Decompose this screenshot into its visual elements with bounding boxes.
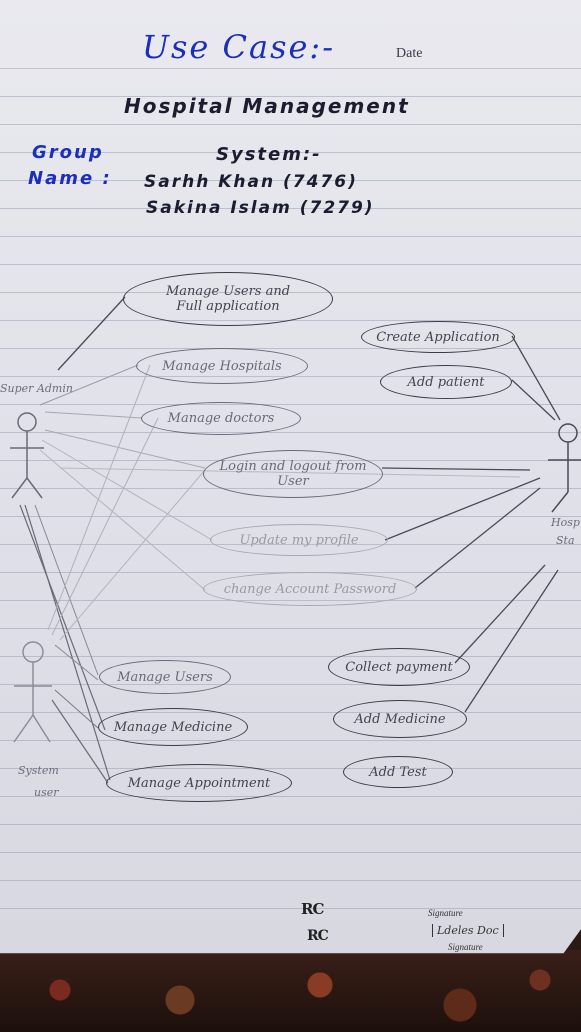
- signature-label: Signature: [428, 908, 463, 918]
- date-label: Date: [396, 46, 423, 61]
- actor-label-system-user: System: [18, 764, 59, 777]
- use-case-manage-users: Manage Users and Full application: [123, 272, 333, 326]
- use-case-add-medicine: Add Medicine: [333, 700, 467, 738]
- hospital-staff-figure: [548, 423, 581, 513]
- use-case-label: User: [277, 474, 309, 489]
- use-case-label: Login and logout from: [219, 459, 367, 474]
- use-case-manage-appointment: Manage Appointment: [106, 764, 292, 802]
- use-case-manage-doctors: Manage doctors: [141, 402, 301, 435]
- page-title: Use Case:-: [142, 28, 336, 66]
- super-admin-figure: [10, 412, 44, 499]
- project-title: Hospital Management: [124, 94, 410, 118]
- group-label: Group: [32, 142, 104, 163]
- use-case-change-password: change Account Password: [203, 572, 417, 606]
- use-case-manage-hospitals: Manage Hospitals: [136, 348, 308, 384]
- name-label: Name :: [28, 168, 112, 189]
- use-case-diagram-lines: [10, 296, 581, 784]
- member-name: Sakina Islam (7279): [146, 198, 375, 218]
- notebook-logo: RC: [307, 928, 329, 944]
- system-user-figure: [13, 641, 52, 743]
- actor-label-hospital-staff: Hosp: [551, 516, 580, 529]
- project-subtitle: System:-: [216, 144, 322, 165]
- use-case-label: Full application: [176, 299, 280, 314]
- signature-label: Signature: [448, 942, 483, 952]
- use-case-create-application: Create Application: [361, 321, 515, 353]
- use-case-login-logout: Login and logout from User: [203, 450, 383, 498]
- use-case-manage-users-small: Manage Users: [99, 660, 231, 694]
- actor-label-system-user: user: [34, 786, 59, 799]
- use-case-label: Manage Users and: [165, 284, 291, 299]
- use-case-manage-medicine: Manage Medicine: [98, 708, 248, 746]
- use-case-add-test: Add Test: [343, 756, 453, 788]
- signature-text: Ldeles Doc: [432, 924, 504, 937]
- notebook-logo: RC: [301, 900, 324, 918]
- actor-label-super-admin: Super Admin: [0, 382, 73, 395]
- member-name: Sarhh Khan (7476): [144, 172, 358, 192]
- use-case-collect-payment: Collect payment: [328, 648, 470, 686]
- use-case-update-profile: Update my profile: [210, 524, 388, 556]
- use-case-add-patient: Add patient: [380, 365, 512, 399]
- background-carpet: [0, 950, 581, 1032]
- actor-label-hospital-staff: Sta: [556, 534, 575, 547]
